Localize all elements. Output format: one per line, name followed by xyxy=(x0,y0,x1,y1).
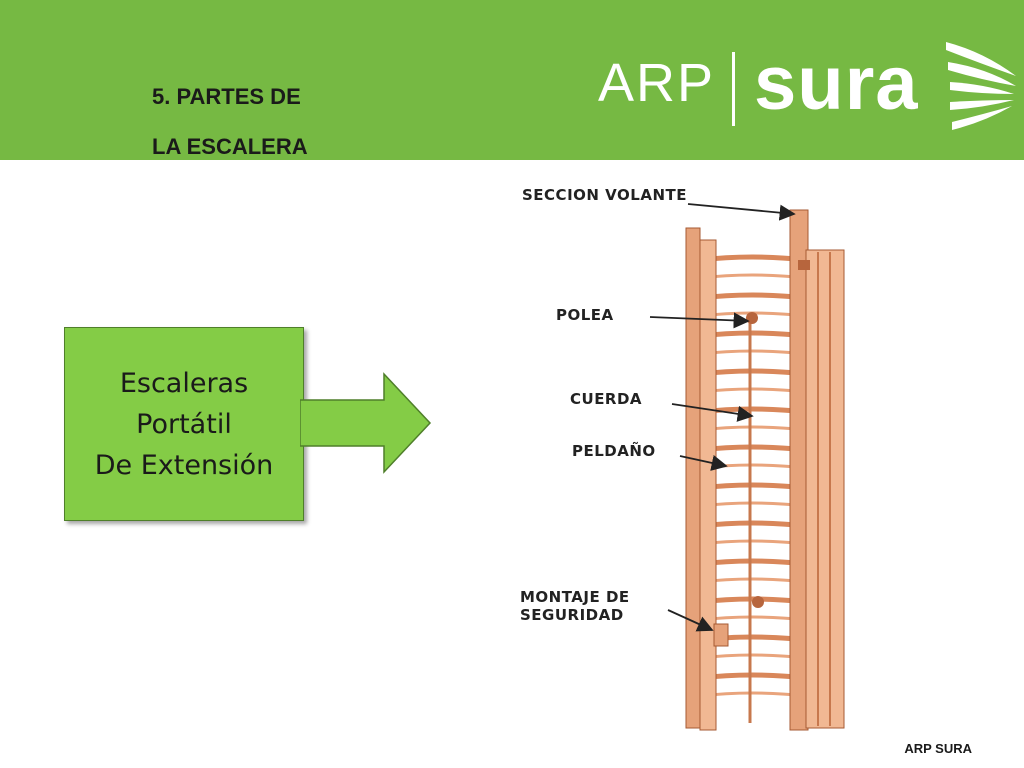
logo-sura-text: sura xyxy=(754,41,919,126)
label-seccion-volante: SECCION VOLANTE xyxy=(522,186,687,204)
slide-title-line1: 5. PARTES DE xyxy=(152,84,301,109)
label-polea: POLEA xyxy=(556,306,614,324)
footer-brand: ARP SURA xyxy=(904,741,972,756)
label-montaje-line1: MONTAJE DE xyxy=(520,588,630,606)
sura-wings-icon xyxy=(946,42,1016,130)
ladder-type-line3: De Extensión xyxy=(94,449,274,481)
slide-title: 5. PARTES DE LA ESCALERA xyxy=(152,72,412,172)
ladder-type-line2: Portátil xyxy=(136,408,232,440)
ladder-type-box: Escaleras Portátil De Extensión xyxy=(64,327,304,521)
label-montaje-line2: SEGURIDAD xyxy=(520,606,624,624)
arp-sura-logo: ARP sura xyxy=(598,40,1018,140)
ladder-illustration xyxy=(649,203,845,731)
block-arrow-right-icon xyxy=(300,372,432,474)
slide-title-line2: LA ESCALERA xyxy=(152,134,308,159)
extension-ladder-diagram: SECCION VOLANTE POLEA CUERDA PELDAÑO MON… xyxy=(500,168,860,738)
label-peldano: PELDAÑO xyxy=(572,442,656,460)
label-cuerda: CUERDA xyxy=(570,390,643,408)
header-bar xyxy=(0,0,1024,160)
logo-divider xyxy=(732,52,735,126)
logo-arp-text: ARP xyxy=(598,53,716,113)
ladder-type-line1: Escaleras xyxy=(119,367,249,399)
